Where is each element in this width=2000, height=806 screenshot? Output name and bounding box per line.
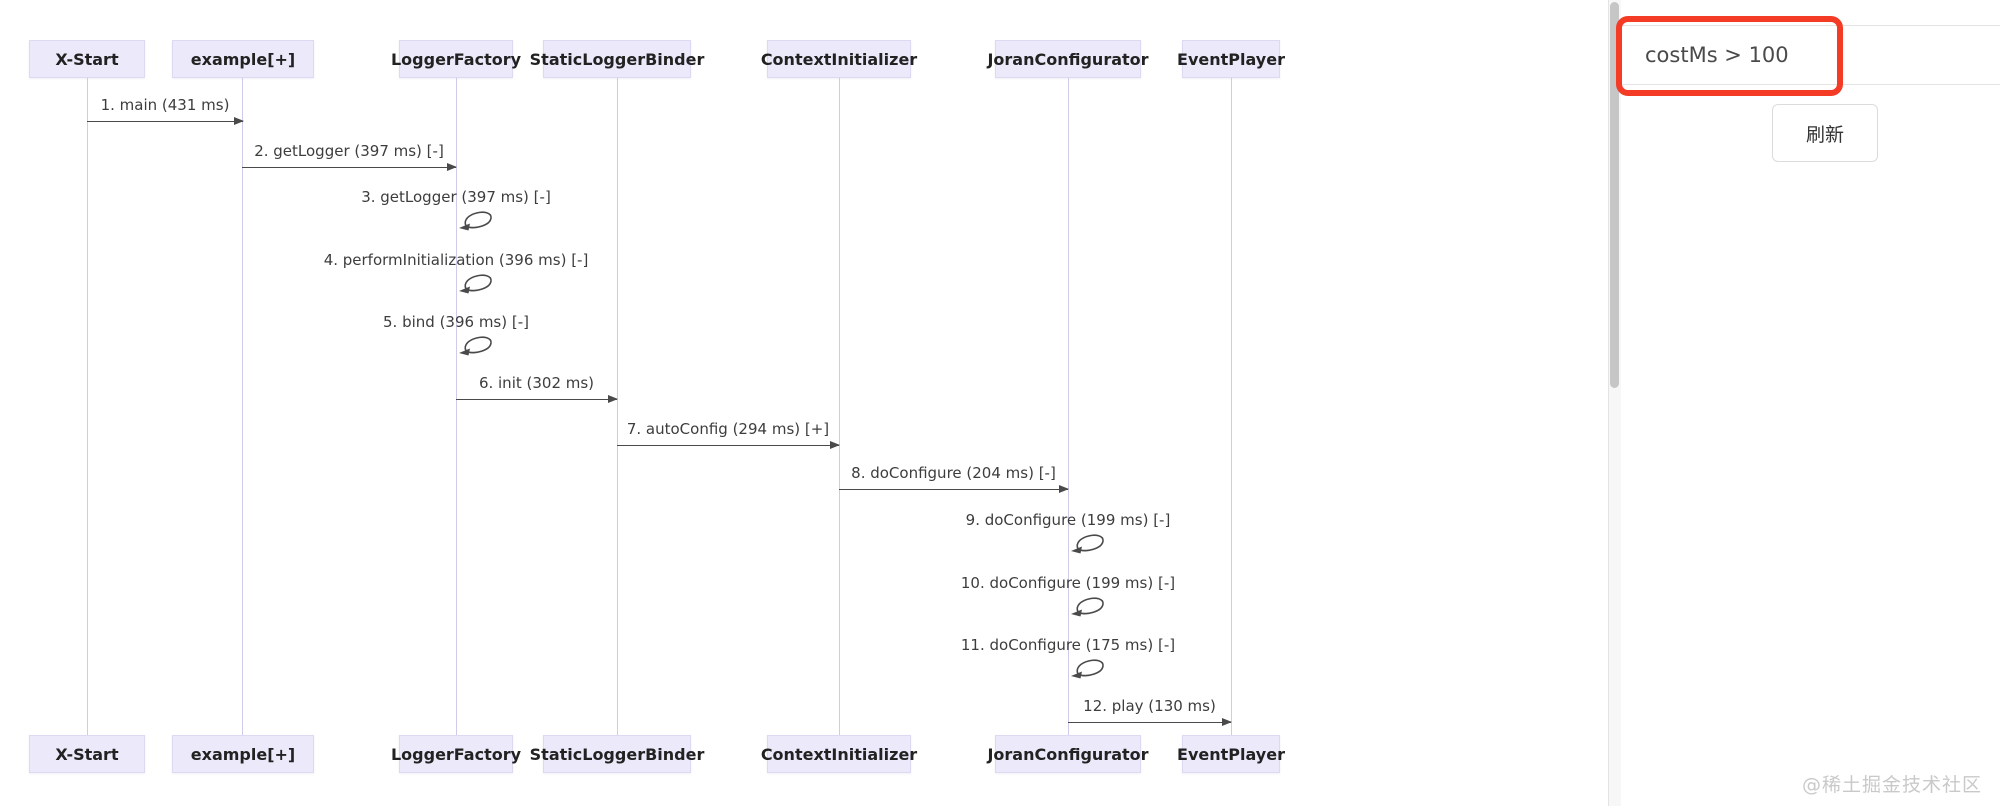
participant-top-staticloggerbinder[interactable]: StaticLoggerBinder <box>530 40 704 78</box>
lifeline-x-start <box>87 78 88 735</box>
arrowhead-icon <box>1059 485 1069 493</box>
message-arrow-8 <box>839 485 1069 493</box>
participant-top-loggerfactory[interactable]: LoggerFactory <box>391 40 521 78</box>
participant-top-contextinitializer[interactable]: ContextInitializer <box>761 40 917 78</box>
self-call-loop-icon <box>1071 597 1104 617</box>
participant-bottom-joranconfigurator[interactable]: JoranConfigurator <box>987 735 1149 773</box>
message-label-11[interactable]: 11. doConfigure (175 ms) [-] <box>960 636 1176 654</box>
arrowhead-icon <box>608 395 618 403</box>
message-label-5[interactable]: 5. bind (396 ms) [-] <box>383 313 529 331</box>
message-label-10[interactable]: 10. doConfigure (199 ms) [-] <box>960 574 1176 592</box>
lifeline-eventplayer <box>1231 78 1232 735</box>
message-label-9[interactable]: 9. doConfigure (199 ms) [-] <box>965 511 1171 529</box>
participant-bottom-example[interactable]: example[+] <box>172 735 314 773</box>
self-call-loop-icon <box>459 336 492 356</box>
participant-top-eventplayer[interactable]: EventPlayer <box>1177 40 1285 78</box>
participant-bottom-eventplayer[interactable]: EventPlayer <box>1177 735 1285 773</box>
message-label-12[interactable]: 12. play (130 ms) <box>1083 697 1216 715</box>
self-call-loop-icon <box>1071 659 1104 679</box>
message-label-1[interactable]: 1. main (431 ms) <box>100 96 230 114</box>
message-arrow-6 <box>456 395 618 403</box>
message-label-6[interactable]: 6. init (302 ms) <box>478 374 595 392</box>
sequence-diagram: X-Start example[+] LoggerFactory StaticL… <box>29 40 1285 773</box>
participant-top-example[interactable]: example[+] <box>172 40 314 78</box>
lifeline-contextinitializer <box>839 78 840 735</box>
lifeline-example <box>242 78 243 735</box>
participant-bottom-contextinitializer[interactable]: ContextInitializer <box>761 735 917 773</box>
participant-bottom-staticloggerbinder[interactable]: StaticLoggerBinder <box>530 735 704 773</box>
self-call-loop-icon <box>459 274 492 294</box>
participant-bottom-loggerfactory[interactable]: LoggerFactory <box>391 735 521 773</box>
arrowhead-icon <box>830 441 840 449</box>
participant-bottom-x-start[interactable]: X-Start <box>29 735 145 773</box>
watermark-text: @稀土掘金技术社区 <box>1801 774 1982 796</box>
lifeline-loggerfactory <box>456 78 457 735</box>
message-arrow-2 <box>242 163 457 171</box>
lifeline-staticloggerbinder <box>617 78 618 735</box>
message-arrow-7 <box>617 441 840 449</box>
message-label-7[interactable]: 7. autoConfig (294 ms) [+] <box>626 420 830 438</box>
message-label-3[interactable]: 3. getLogger (397 ms) [-] <box>361 188 551 206</box>
message-label-2[interactable]: 2. getLogger (397 ms) [-] <box>254 142 444 160</box>
vertical-scrollbar-thumb[interactable] <box>1610 2 1619 388</box>
participant-top-joranconfigurator[interactable]: JoranConfigurator <box>987 40 1149 78</box>
message-label-4[interactable]: 4. performInitialization (396 ms) [-] <box>323 251 589 269</box>
message-arrow-1 <box>87 117 244 125</box>
self-call-loop-icon <box>459 211 492 231</box>
self-call-loop-icon <box>1071 534 1104 554</box>
filter-input[interactable] <box>1621 25 2000 85</box>
arrowhead-icon <box>1222 718 1232 726</box>
arrowhead-icon <box>234 117 244 125</box>
refresh-button[interactable]: 刷新 <box>1772 104 1878 162</box>
message-label-8[interactable]: 8. doConfigure (204 ms) [-] <box>851 464 1056 482</box>
lifeline-joranconfigurator <box>1068 78 1069 735</box>
participant-top-x-start[interactable]: X-Start <box>29 40 145 78</box>
message-arrow-12 <box>1068 718 1232 726</box>
arrowhead-icon <box>447 163 457 171</box>
